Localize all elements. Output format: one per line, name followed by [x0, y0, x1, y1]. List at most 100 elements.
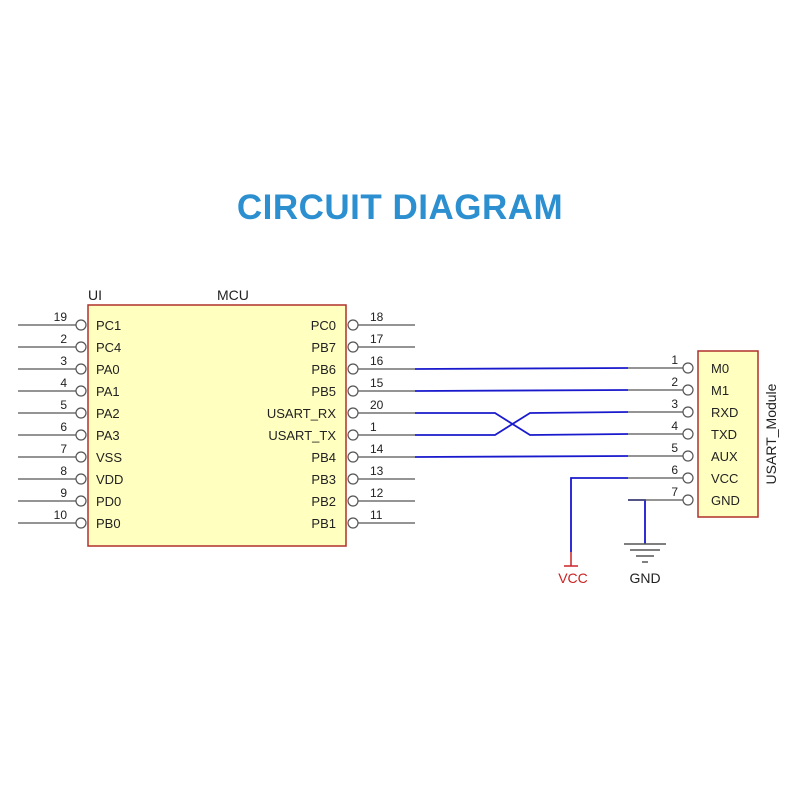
pin-label: TXD	[711, 427, 737, 442]
pin-label: PC0	[311, 318, 336, 333]
pin-bubble	[347, 407, 359, 419]
pin-bubble	[75, 517, 87, 529]
pin-number: 3	[671, 397, 678, 411]
pin-bubble	[75, 473, 87, 485]
pin-label: PB4	[311, 450, 336, 465]
pin-label: PA2	[96, 406, 120, 421]
pin-label: M1	[711, 383, 729, 398]
pin-bubble	[347, 429, 359, 441]
wire-gnd	[628, 499, 646, 544]
mcu-right-pins: 18PC017PB716PB615PB520USART_RX1USART_TX1…	[267, 310, 415, 531]
pin-label: PB7	[311, 340, 336, 355]
pin-label: M0	[711, 361, 729, 376]
pin-bubble	[682, 406, 694, 418]
pin-number: 1	[671, 353, 678, 367]
pin-bubble	[75, 407, 87, 419]
pin-label: PB0	[96, 516, 121, 531]
wire-tx-rxd	[415, 411, 629, 436]
module-pin-m0: 1M0	[628, 353, 729, 376]
pin-label: PC4	[96, 340, 121, 355]
diagram-title: CIRCUIT DIAGRAM	[236, 188, 564, 227]
power-symbols: VCC GND	[558, 543, 666, 586]
signal-wires	[414, 367, 646, 552]
module-name-label: USART_Module	[763, 383, 779, 484]
pin-number: 6	[60, 420, 67, 434]
pin-bubble	[682, 428, 694, 440]
wire-pb4-aux	[414, 455, 629, 458]
pin-label: USART_TX	[268, 428, 336, 443]
pin-number: 7	[60, 442, 67, 456]
pin-number: 19	[54, 310, 68, 324]
module-pin-m1: 2M1	[628, 375, 729, 398]
pin-bubble	[75, 385, 87, 397]
pin-number: 4	[60, 376, 67, 390]
vcc-symbol: VCC	[558, 552, 588, 586]
pin-bubble	[682, 450, 694, 462]
pin-number: 14	[370, 442, 384, 456]
pin-label: PB6	[311, 362, 336, 377]
pin-bubble	[75, 451, 87, 463]
pin-number: 17	[370, 332, 384, 346]
pin-bubble	[682, 494, 694, 506]
wire-vcc	[570, 477, 628, 552]
pin-number: 2	[60, 332, 67, 346]
mcu-name-label: MCU	[217, 287, 249, 303]
pin-number: 9	[60, 486, 67, 500]
pin-label: PB1	[311, 516, 336, 531]
pin-label: AUX	[711, 449, 738, 464]
wire-pb6-m0	[414, 367, 629, 370]
pin-label: PC1	[96, 318, 121, 333]
pin-label: PB3	[311, 472, 336, 487]
pin-number: 13	[370, 464, 384, 478]
pin-bubble	[75, 363, 87, 375]
vcc-label: VCC	[558, 570, 588, 586]
pin-number: 18	[370, 310, 384, 324]
wire-pb5-m1	[414, 389, 629, 392]
pin-number: 20	[370, 398, 384, 412]
pin-bubble	[347, 363, 359, 375]
pin-bubble	[682, 472, 694, 484]
pin-label: USART_RX	[267, 406, 336, 421]
pin-bubble	[347, 473, 359, 485]
pin-number: 16	[370, 354, 384, 368]
pin-label: PB2	[311, 494, 336, 509]
ground-symbol: GND	[624, 543, 666, 586]
pin-number: 7	[671, 485, 678, 499]
module-body	[697, 350, 759, 518]
mcu-body	[87, 304, 347, 547]
pin-bubble	[75, 429, 87, 441]
pin-bubble	[347, 451, 359, 463]
pin-bubble	[682, 362, 694, 374]
pin-label: PA0	[96, 362, 120, 377]
gnd-label: GND	[629, 570, 660, 586]
pin-number: 6	[671, 463, 678, 477]
pin-label: PA3	[96, 428, 120, 443]
pin-bubble	[347, 495, 359, 507]
pin-label: VSS	[96, 450, 122, 465]
pin-bubble	[75, 341, 87, 353]
pin-label: GND	[711, 493, 740, 508]
pin-number: 10	[54, 508, 68, 522]
pin-bubble	[347, 517, 359, 529]
